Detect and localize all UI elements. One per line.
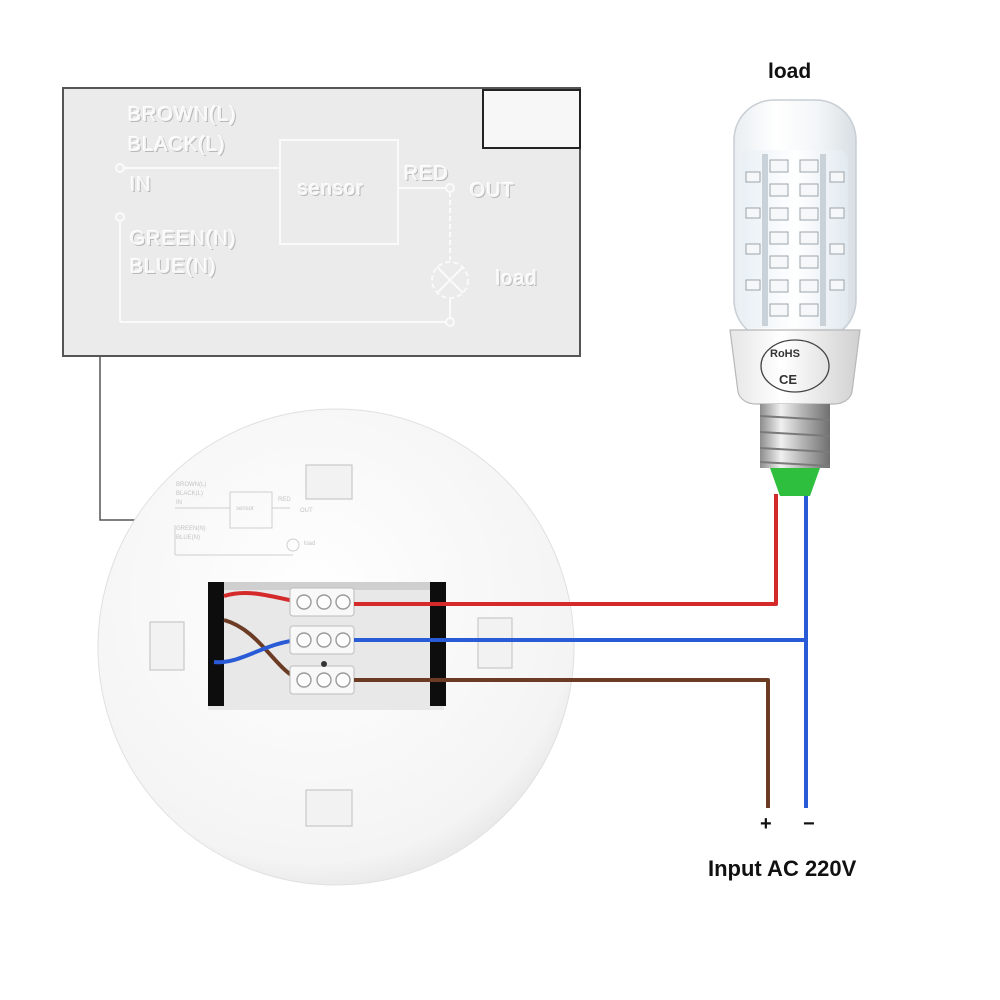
plate-clip-bottom bbox=[305, 789, 353, 827]
plate-label-out: OUT bbox=[300, 508, 313, 514]
brown-wire bbox=[354, 678, 770, 808]
plate-label-sensor: sensor bbox=[236, 506, 255, 512]
plate-label-load: load bbox=[304, 541, 316, 547]
inset-tab bbox=[482, 89, 581, 149]
rohs-text: RoHS bbox=[770, 348, 800, 360]
bulb-collar bbox=[729, 329, 861, 405]
ce-text: CE bbox=[779, 372, 798, 387]
plate-clip-top bbox=[305, 464, 353, 500]
label-green: GREEN(N) bbox=[130, 228, 237, 250]
plate-clip-left bbox=[149, 621, 185, 671]
plate-clip-right bbox=[477, 617, 513, 669]
input-label: Input AC 220V bbox=[708, 856, 857, 881]
inset-embossed-lines bbox=[115, 139, 469, 327]
red-wire bbox=[354, 494, 778, 606]
load-title: load bbox=[768, 60, 812, 83]
plate-label-red: RED bbox=[278, 497, 291, 503]
plate-label-green: GREEN(N) bbox=[176, 526, 206, 532]
label-black: BLACK(L) bbox=[128, 134, 227, 156]
terminal-block bbox=[289, 587, 355, 695]
led-chips bbox=[745, 159, 845, 317]
plate-mini-diagram bbox=[174, 491, 300, 556]
plus-sign: + bbox=[760, 813, 772, 835]
label-in: IN bbox=[130, 174, 152, 196]
label-blue: BLUE(N) bbox=[130, 256, 218, 278]
plate-label-in: IN bbox=[176, 500, 182, 506]
label-brown: BROWN(L) bbox=[128, 104, 238, 126]
plate-label-black: BLACK(L) bbox=[176, 491, 204, 497]
label-sensor: sensor bbox=[298, 178, 365, 200]
green-insulator bbox=[770, 468, 820, 496]
plate-label-blue: BLUE(N) bbox=[176, 535, 201, 541]
label-red: RED bbox=[404, 163, 450, 185]
label-load-symbol: load bbox=[496, 268, 538, 290]
rohs-mark bbox=[760, 339, 830, 393]
plate-label-brown: BROWN(L) bbox=[176, 482, 207, 488]
corn-bulb bbox=[729, 99, 861, 496]
label-out: OUT bbox=[470, 180, 516, 202]
minus-sign: − bbox=[803, 813, 815, 835]
